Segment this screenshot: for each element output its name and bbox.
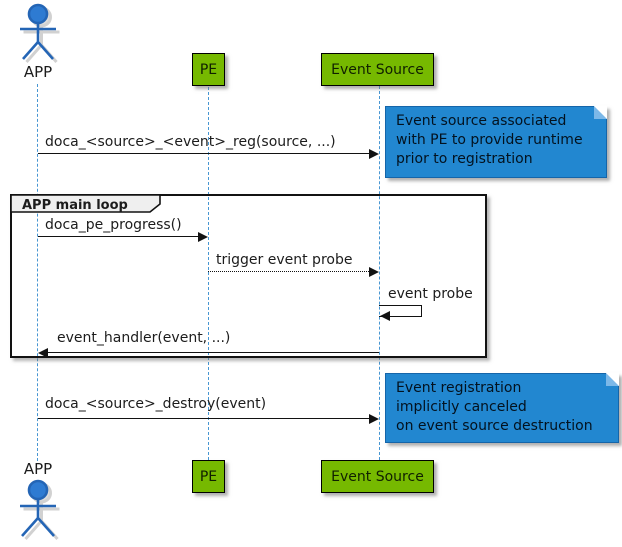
message-reg-line [38,153,370,154]
group-app-main-loop: APP main loop [10,194,487,358]
lifeline-event-source [379,86,380,460]
lifeline-app [37,84,38,461]
participant-pe-top: PE [192,53,225,86]
note-registration: Event source associated with PE to provi… [385,106,607,178]
participant-pe-bottom-label: PE [199,468,218,485]
message-reg-arrowhead [369,149,379,159]
message-probe-arrowhead [380,311,390,321]
group-label: APP main loop [22,198,128,213]
message-trigger-arrowhead [369,267,379,277]
actor-app-bottom-label: APP [23,460,53,478]
message-destroy-label: doca_<source>_destroy(event) [45,396,267,412]
group-header-pentagon [10,194,161,213]
message-reg-label: doca_<source>_<event>_reg(source, ...) [45,134,336,150]
message-trigger-line [208,271,369,272]
participant-event-source-bottom-label: Event Source [331,468,424,485]
message-probe-selfloop [379,305,422,317]
note-fold-icon [606,373,619,386]
lifeline-pe [208,87,209,460]
note-destruction: Event registration implicitly canceled o… [385,373,619,443]
note-fold-icon [594,106,607,119]
message-destroy-arrowhead [369,414,379,424]
note1-line1: Event source associated [396,113,567,129]
message-handler-line [47,352,379,353]
message-progress-arrowhead [198,232,208,242]
participant-event-source-top-label: Event Source [331,61,424,78]
note1-line3: prior to registration [396,151,533,167]
message-trigger-label: trigger event probe [216,252,353,268]
note2-line3: on event source destruction [396,418,593,434]
participant-pe-top-label: PE [199,61,218,78]
message-probe-label: event probe [388,286,473,302]
actor-icon [20,3,60,63]
note2-line2: implicitly canceled [396,399,527,415]
actor-icon [20,479,60,540]
actor-app-top-label: APP [23,63,53,81]
message-handler-arrowhead [38,348,48,358]
note2-line1: Event registration [396,380,522,396]
message-progress-line [38,236,199,237]
message-destroy-line [38,418,370,419]
participant-event-source-bottom: Event Source [321,460,434,493]
participant-event-source-top: Event Source [321,53,434,86]
participant-pe-bottom: PE [192,460,225,493]
message-progress-label: doca_pe_progress() [45,217,182,233]
message-handler-label: event_handler(event, ...) [57,330,231,346]
note1-line2: with PE to provide runtime [396,132,583,148]
